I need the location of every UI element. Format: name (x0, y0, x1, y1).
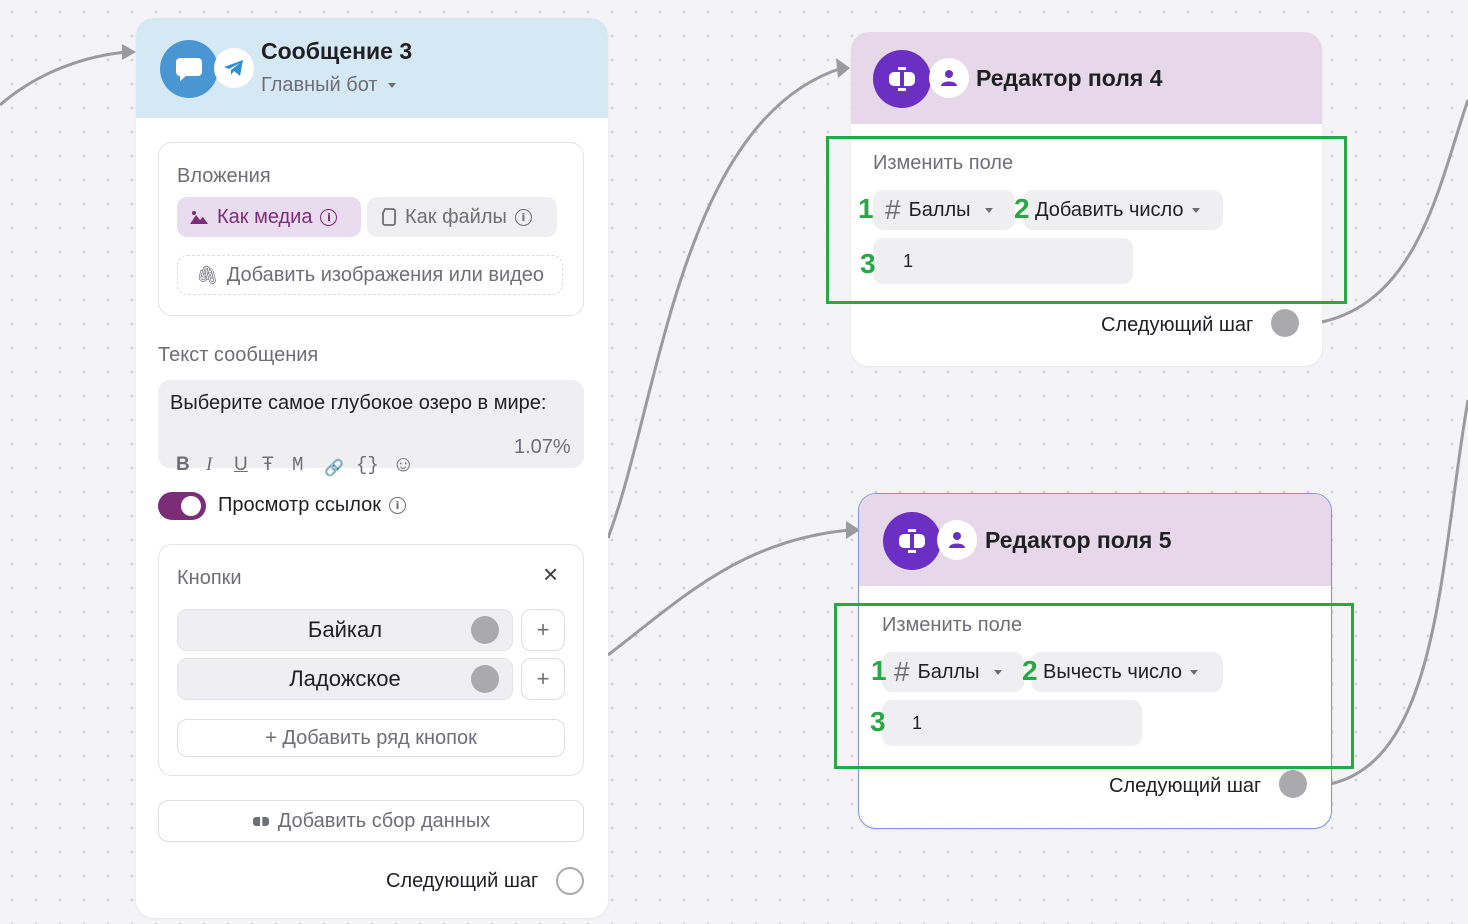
text-percent: 1.07% (514, 436, 571, 458)
underline-button[interactable]: U (234, 454, 248, 475)
bold-button[interactable]: B (176, 454, 190, 475)
annotation-number: 1 (871, 655, 887, 686)
add-media-label: Добавить изображения или видео (226, 263, 545, 286)
next-step-connector[interactable] (1271, 309, 1299, 337)
annotation-number: 3 (870, 706, 886, 737)
strikethrough-button[interactable]: Ŧ (262, 454, 274, 475)
user-icon (929, 58, 969, 98)
next-step-connector[interactable] (1279, 770, 1307, 798)
field-select[interactable]: # Баллы (873, 190, 1015, 230)
field-editor-node[interactable]: Редактор поля 5 Изменить поле # Баллы Вы… (858, 493, 1332, 829)
paperclip-icon: 🖇 (195, 264, 219, 285)
node-title: Редактор поля 5 (985, 527, 1172, 553)
hash-icon: # (894, 656, 910, 687)
file-icon (382, 208, 396, 226)
link-preview-row: Просмотр ссылок i (218, 494, 407, 517)
button-connector[interactable] (471, 616, 499, 644)
telegram-icon (214, 48, 254, 88)
field-editor-node[interactable]: Редактор поля 4 Изменить поле # Баллы До… (851, 32, 1322, 366)
link-preview-label: Просмотр ссылок (218, 494, 382, 516)
field-select[interactable]: # Баллы (882, 652, 1024, 692)
chevron-down-icon (1190, 669, 1199, 675)
annotation-number: 1 (858, 193, 874, 224)
button-item-label: Ладожское (289, 666, 401, 691)
add-data-collection-button[interactable]: Добавить сбор данных (158, 800, 584, 842)
toggle-knob (181, 496, 201, 516)
operation-name: Добавить число (1035, 198, 1184, 221)
value-input[interactable]: 1 (882, 700, 1142, 746)
buttons-panel: Кнопки × Байкал + Ладожское + + Добавить… (158, 544, 584, 776)
bot-name: Главный бот (261, 74, 378, 96)
as-files-button[interactable]: Как файлы i (367, 197, 557, 237)
add-data-collection-label: Добавить сбор данных (277, 809, 491, 832)
operation-select[interactable]: Добавить число (1023, 190, 1223, 230)
value-text: 1 (912, 712, 923, 733)
chevron-down-icon (984, 207, 993, 213)
field-editor-icon (252, 814, 269, 828)
value-input[interactable]: 1 (873, 238, 1133, 284)
monospace-button[interactable]: M (292, 454, 304, 476)
add-button-row-button[interactable]: + Добавить ряд кнопок (177, 719, 565, 757)
annotation-number: 2 (1022, 655, 1038, 686)
next-step-label: Следующий шаг (1101, 314, 1254, 336)
italic-button[interactable]: I (206, 454, 213, 475)
plus-icon: + (536, 617, 550, 642)
operation-select[interactable]: Вычесть число (1031, 652, 1223, 692)
field-editor-icon (883, 512, 941, 570)
button-item-label: Байкал (307, 617, 383, 642)
message-text-value[interactable]: Выберите самое глубокое озеро в мире: (170, 392, 547, 414)
highlight-box (834, 603, 1354, 769)
info-icon[interactable]: i (514, 208, 532, 226)
chevron-down-icon (1191, 207, 1200, 213)
info-icon[interactable]: i (320, 208, 338, 226)
message-text-label: Текст сообщения (158, 344, 319, 366)
emoji-icon[interactable]: ☺ (392, 451, 415, 476)
add-button-in-row[interactable]: + (521, 609, 565, 651)
link-preview-toggle[interactable] (158, 492, 206, 520)
next-step-label: Следующий шаг (386, 870, 539, 892)
operation-name: Вычесть число (1043, 660, 1183, 683)
annotation-number: 2 (1014, 193, 1030, 224)
change-field-label: Изменить поле (873, 152, 1014, 174)
info-icon[interactable]: i (389, 497, 407, 514)
add-button-in-row[interactable]: + (521, 658, 565, 700)
chat-bubble-icon (160, 40, 218, 98)
image-icon (190, 211, 208, 224)
add-media-button[interactable]: 🖇 Добавить изображения или видео (177, 255, 563, 295)
button-item[interactable]: Байкал (177, 609, 513, 651)
as-media-button[interactable]: Как медиа i (177, 197, 361, 237)
change-field-label: Изменить поле (882, 614, 1023, 636)
bot-selector[interactable]: Главный бот (261, 74, 396, 97)
message-node[interactable]: Сообщение 3 Главный бот Вложения Как мед… (136, 18, 608, 918)
as-media-label: Как медиа (217, 205, 313, 228)
hash-icon: # (885, 194, 901, 225)
field-editor-icon (873, 50, 931, 108)
add-button-row-label: + Добавить ряд кнопок (265, 726, 477, 749)
link-icon[interactable]: 🔗 (324, 460, 344, 477)
message-text-editor[interactable]: Выберите самое глубокое озеро в мире: (158, 380, 584, 468)
node-title: Редактор поля 4 (976, 65, 1163, 91)
as-files-label: Как файлы (405, 205, 507, 228)
code-button[interactable]: {} (356, 454, 379, 476)
next-step-label: Следующий шаг (1109, 775, 1262, 797)
button-connector[interactable] (471, 665, 499, 693)
field-name: Баллы (908, 198, 971, 221)
attachments-label: Вложения (177, 165, 271, 187)
next-step-connector[interactable] (556, 867, 584, 895)
buttons-label: Кнопки (177, 567, 242, 589)
chevron-down-icon (993, 669, 1002, 675)
user-icon (937, 520, 977, 560)
field-name: Баллы (917, 660, 980, 683)
chevron-down-icon (387, 83, 396, 88)
close-icon[interactable]: × (543, 559, 559, 589)
button-item[interactable]: Ладожское (177, 658, 513, 700)
plus-icon: + (536, 666, 550, 691)
value-text: 1 (903, 250, 914, 271)
annotation-number: 3 (860, 248, 876, 279)
attachments-panel: Вложения Как медиа i Как файлы i 🖇 Добав… (158, 142, 584, 316)
node-title: Сообщение 3 (261, 38, 413, 64)
highlight-box (826, 136, 1347, 304)
